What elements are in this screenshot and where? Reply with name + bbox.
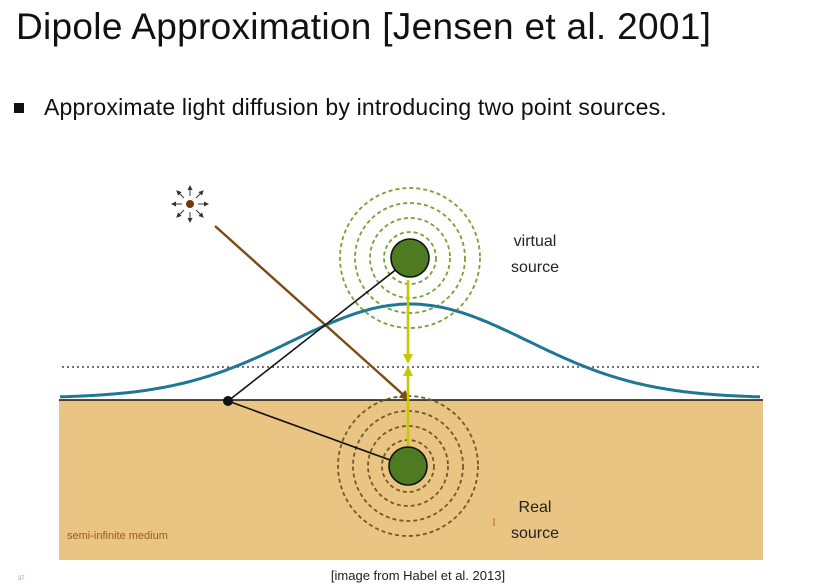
real-label-line2: source bbox=[511, 525, 559, 542]
light-source-icon bbox=[171, 185, 209, 223]
bullet-text: Approximate light diffusion by introduci… bbox=[44, 94, 667, 120]
exit-point bbox=[223, 396, 233, 406]
slide-title: Dipole Approximation [Jensen et al. 2001… bbox=[16, 6, 712, 47]
image-credit: [image from Habel et al. 2013] bbox=[330, 568, 506, 583]
virtual-source bbox=[390, 238, 430, 278]
medium-label: semi-infinite medium bbox=[67, 530, 168, 542]
line-to-virtual-source bbox=[227, 267, 399, 402]
line-to-real-source bbox=[227, 400, 391, 461]
virtual-label-line1: virtual bbox=[514, 233, 557, 250]
real-label-line1: Real bbox=[519, 499, 552, 516]
bullet-square-icon bbox=[14, 102, 24, 113]
diffusion-profile-curve bbox=[59, 302, 761, 399]
virtual-label-line2: source bbox=[511, 259, 559, 276]
incident-light-ray bbox=[214, 225, 410, 401]
bullet-item: Approximate light diffusion by introduci… bbox=[14, 94, 667, 121]
real-source bbox=[388, 446, 428, 486]
virtual-source-rings bbox=[339, 187, 481, 329]
page-number: 37 bbox=[18, 576, 25, 582]
